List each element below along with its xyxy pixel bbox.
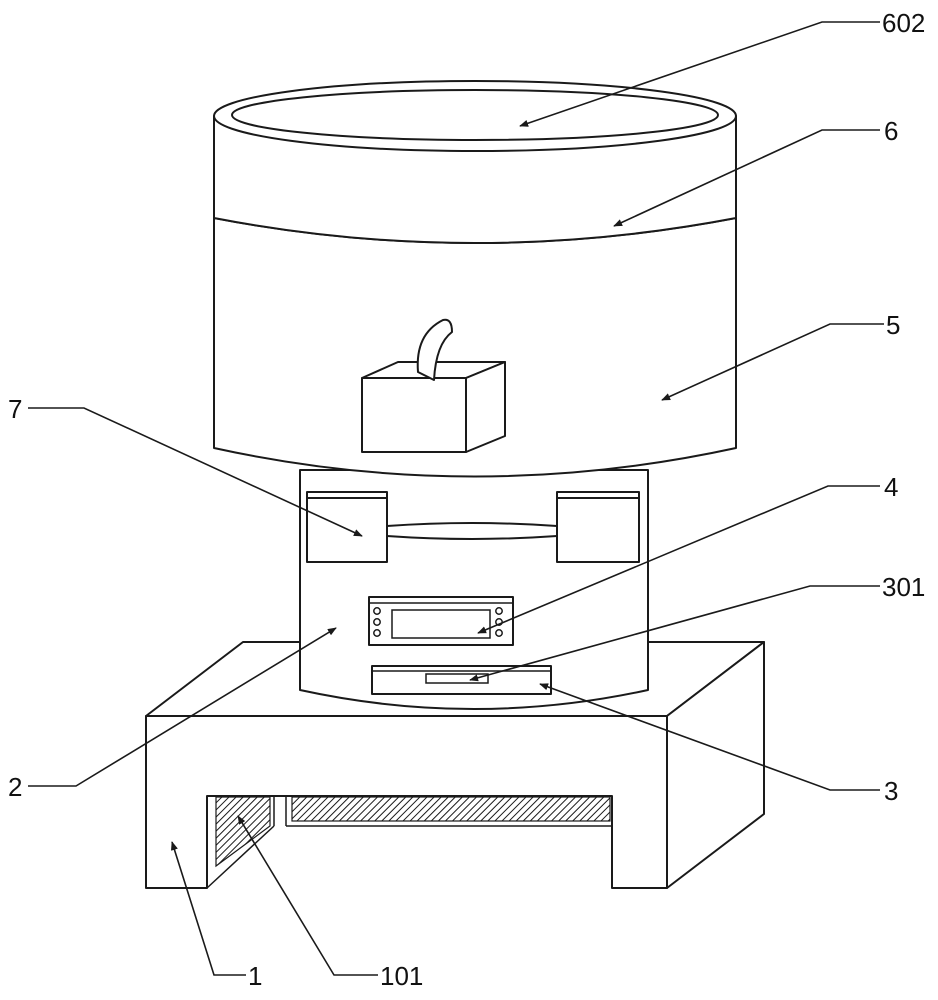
label-4: 4 [884,472,898,502]
lid [213,80,737,244]
label-2: 2 [8,772,22,802]
reference-labels: 602 6 5 7 4 301 2 3 1 101 [8,8,925,991]
label-3: 3 [884,776,898,806]
leader-lines [28,21,884,976]
motor-box [361,318,506,453]
label-5: 5 [886,310,900,340]
drawer [371,665,552,695]
side-units [306,491,640,563]
label-1: 1 [248,961,262,991]
control-panel [368,596,514,646]
label-301: 301 [882,572,925,602]
label-6: 6 [884,116,898,146]
label-602: 602 [882,8,925,38]
label-101: 101 [380,961,423,991]
label-7: 7 [8,394,22,424]
filter-screen [215,796,611,868]
